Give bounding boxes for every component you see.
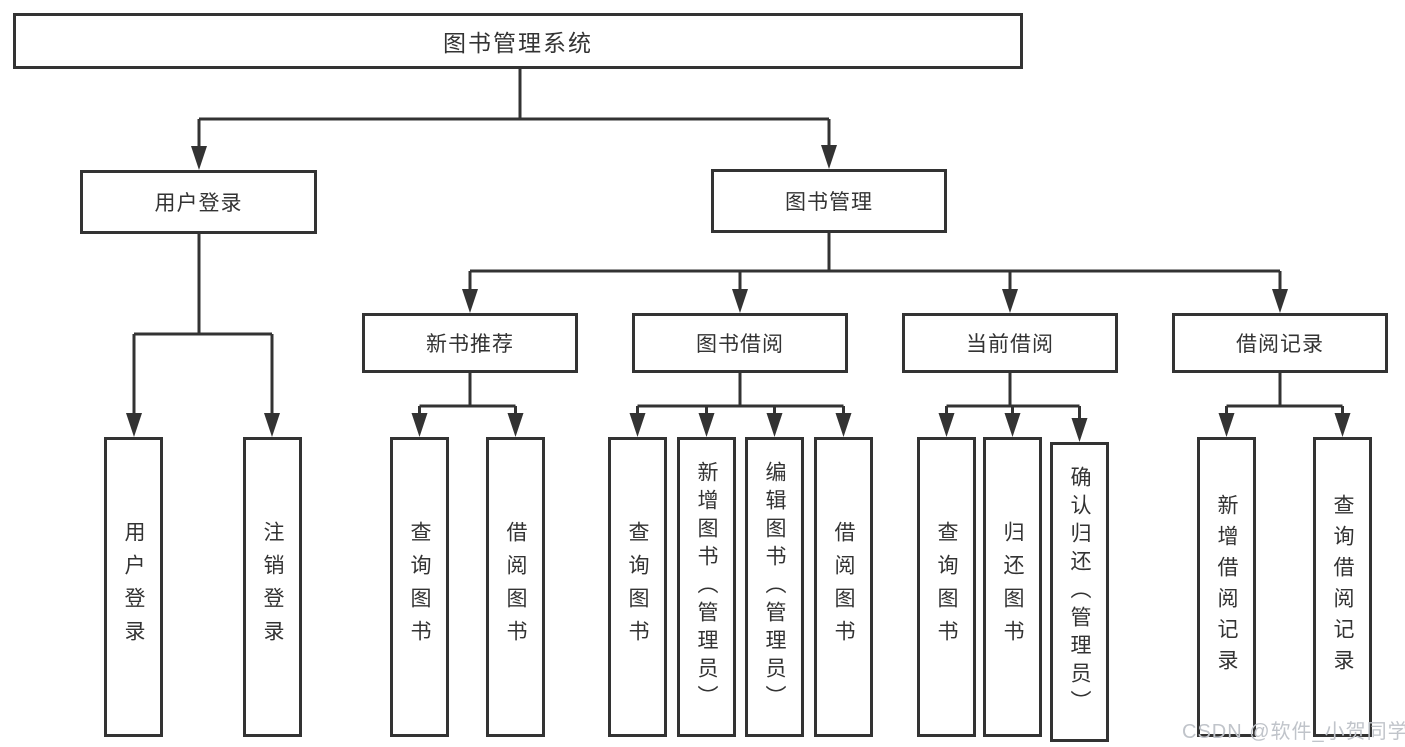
leaf-borrow-add-books-admin: 新增图书（管理员） — [677, 437, 736, 737]
arrowhead-icon — [462, 289, 478, 313]
leaf-records-add-record: 新增借阅记录 — [1197, 437, 1256, 737]
watermark: CSDN @软件_小贺同学 — [1182, 721, 1405, 743]
leaf-current-return-books: 归还图书 — [983, 437, 1042, 737]
leaf-current-query-books-label: 查询图书 — [935, 521, 958, 653]
arrowhead-icon — [766, 413, 783, 437]
connector-book-borrow-children — [629, 373, 852, 437]
arrowhead-icon — [1002, 289, 1018, 313]
node-book-management-label: 图书管理 — [785, 191, 873, 214]
connector-book-management-children — [462, 233, 1288, 313]
connector-borrow-records-children — [1218, 373, 1351, 437]
leaf-current-query-books: 查询图书 — [917, 437, 976, 737]
leaf-logout-label: 注销登录 — [261, 521, 284, 653]
leaf-current-return-books-label: 归还图书 — [1001, 521, 1024, 653]
node-borrow-records-label: 借阅记录 — [1236, 333, 1324, 356]
arrowhead-icon — [264, 413, 280, 437]
arrowhead-icon — [629, 413, 646, 437]
arrowhead-icon — [1272, 289, 1288, 313]
node-current-borrow: 当前借阅 — [902, 313, 1118, 373]
node-new-book-recommend-label: 新书推荐 — [426, 333, 514, 356]
arrowhead-icon — [821, 145, 837, 169]
arrowhead-icon — [1071, 418, 1088, 442]
arrowhead-icon — [698, 413, 715, 437]
leaf-recommend-query-books-label: 查询图书 — [408, 521, 431, 653]
connector-new-book-recommend-children — [411, 373, 524, 437]
arrowhead-icon — [1334, 413, 1351, 437]
leaf-borrow-borrow-books-label: 借阅图书 — [832, 521, 855, 653]
leaf-recommend-borrow-books-label: 借阅图书 — [504, 521, 527, 653]
arrowhead-icon — [411, 413, 428, 437]
leaf-borrow-edit-books-admin: 编辑图书（管理员） — [745, 437, 804, 737]
leaf-user-login-label: 用户登录 — [122, 521, 145, 653]
node-current-borrow-label: 当前借阅 — [966, 333, 1054, 356]
leaf-recommend-query-books: 查询图书 — [390, 437, 449, 737]
leaf-borrow-query-books: 查询图书 — [608, 437, 667, 737]
arrowhead-icon — [191, 146, 207, 170]
node-book-borrow: 图书借阅 — [632, 313, 848, 373]
arrowhead-icon — [938, 413, 955, 437]
leaf-records-add-record-label: 新增借阅记录 — [1215, 494, 1238, 680]
node-user-login-label: 用户登录 — [154, 192, 243, 215]
connector-user-login-children — [126, 234, 280, 437]
leaf-records-query-record: 查询借阅记录 — [1313, 437, 1372, 737]
arrowhead-icon — [126, 413, 142, 437]
node-borrow-records: 借阅记录 — [1172, 313, 1388, 373]
connector-root-to-level2 — [191, 69, 837, 170]
leaf-borrow-edit-books-admin-label: 编辑图书（管理员） — [763, 461, 786, 713]
node-new-book-recommend: 新书推荐 — [362, 313, 578, 373]
leaf-logout: 注销登录 — [243, 437, 302, 737]
leaf-borrow-add-books-admin-label: 新增图书（管理员） — [695, 461, 718, 713]
arrowhead-icon — [1218, 413, 1235, 437]
leaf-current-confirm-return-admin-label: 确认归还（管理员） — [1068, 466, 1091, 718]
node-book-borrow-label: 图书借阅 — [696, 333, 784, 356]
leaf-borrow-query-books-label: 查询图书 — [626, 521, 649, 653]
leaf-recommend-borrow-books: 借阅图书 — [486, 437, 545, 737]
leaf-user-login: 用户登录 — [104, 437, 163, 737]
leaf-records-query-record-label: 查询借阅记录 — [1331, 494, 1354, 680]
connector-current-borrow-children — [938, 373, 1088, 442]
node-book-management: 图书管理 — [711, 169, 947, 233]
node-root-label: 图书管理系统 — [443, 30, 593, 56]
arrowhead-icon — [507, 413, 524, 437]
arrowhead-icon — [1004, 413, 1021, 437]
leaf-current-confirm-return-admin: 确认归还（管理员） — [1050, 442, 1109, 742]
node-user-login: 用户登录 — [80, 170, 317, 234]
node-root: 图书管理系统 — [13, 13, 1023, 69]
arrowhead-icon — [835, 413, 852, 437]
arrowhead-icon — [732, 289, 748, 313]
leaf-borrow-borrow-books: 借阅图书 — [814, 437, 873, 737]
